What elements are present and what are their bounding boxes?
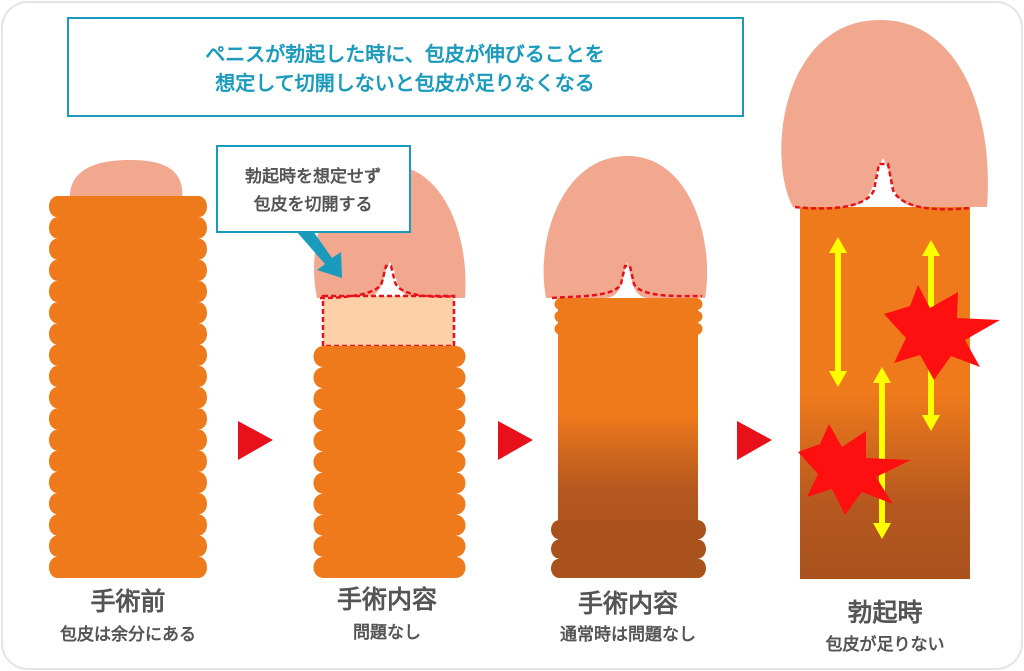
step-arrow-1-icon	[238, 421, 273, 460]
pain-starburst-icon-upper	[884, 285, 1000, 380]
stage-3-shaft	[558, 298, 698, 553]
stage-4-subtitle: 包皮が足りない	[826, 634, 945, 655]
stage-3-subtitle: 通常時は問題なし	[560, 624, 696, 645]
stage-3-illustration	[543, 155, 708, 578]
stage-4-caption: 勃起時 包皮が足りない	[826, 598, 945, 655]
stage-1-caption: 手術前 包皮は余分にある	[60, 587, 196, 645]
stage-2-glans-outline	[319, 264, 456, 300]
teal-pointer-arrow-icon	[296, 224, 342, 278]
stage-3-caption: 手術内容 通常時は問題なし	[560, 589, 696, 645]
banner-line-1: ペニスが勃起した時に、包皮が伸びることを	[205, 42, 604, 66]
stage-2-cut-box	[321, 294, 456, 348]
step-arrow-3-icon	[737, 421, 772, 460]
stage-2-caption: 手術内容 問題なし	[337, 585, 437, 643]
pain-starburst-icon-lower	[798, 424, 911, 515]
stage-2-subtitle: 問題なし	[353, 623, 421, 643]
stage-1-foreskin	[49, 196, 207, 578]
stage-1-illustration	[49, 160, 207, 578]
stage-1-title: 手術前	[90, 587, 165, 616]
callout-line-2: 包皮を切開する	[254, 194, 373, 215]
stage-3-title: 手術内容	[578, 589, 678, 618]
callout-box	[216, 145, 411, 233]
stage-4-title: 勃起時	[847, 598, 922, 627]
stage-3-glans	[543, 155, 708, 298]
banner: ペニスが勃起した時に、包皮が伸びることを 想定して切開しないと包皮が足りなくなる	[67, 17, 744, 117]
stretch-arrow-left-icon	[829, 237, 847, 387]
stage-4-illustration	[781, 20, 1000, 579]
stage-4-cut-line	[794, 162, 971, 211]
callout-line-1: 勃起時を想定せず	[245, 166, 381, 187]
stretch-arrow-middle-icon	[873, 367, 891, 539]
banner-box	[67, 17, 744, 117]
stage-4-glans	[781, 20, 988, 208]
step-arrow-2-icon	[498, 421, 533, 460]
callout: 勃起時を想定せず 包皮を切開する	[216, 145, 411, 278]
stage-1-subtitle: 包皮は余分にある	[60, 624, 196, 645]
stage-3-cut-line	[551, 264, 703, 300]
stage-2-foreskin	[313, 346, 466, 578]
banner-line-2: 想定して切開しないと包皮が足りなくなる	[215, 71, 594, 95]
stage-3-lower-ridge	[551, 520, 706, 578]
stage-2-title: 手術内容	[337, 585, 437, 614]
stage-3-upper-ridge	[554, 298, 703, 335]
stage-2-cut-area	[323, 296, 454, 346]
stage-1-glans	[69, 160, 183, 200]
